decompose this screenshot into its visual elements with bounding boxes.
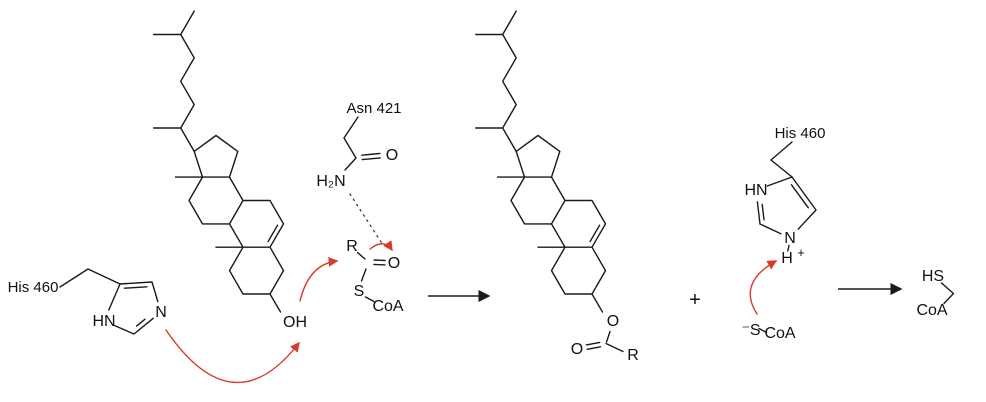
imidazole-left-ring-bonds	[108, 281, 159, 335]
his460-left-module: His 460 HN N	[8, 268, 167, 335]
acyl-coa-thioester-module: R O S CoA	[346, 238, 404, 315]
s-coa-bond	[364, 296, 375, 303]
r-carbonyl-bond	[356, 251, 366, 260]
hydroxyl-label: OH	[283, 314, 307, 331]
thioester-carbonyl-double-bond	[373, 259, 386, 266]
his460-left-sidechain-bonds	[59, 268, 121, 288]
his460-right-label: His 460	[775, 125, 826, 142]
asn421-label: Asn 421	[346, 100, 401, 117]
imidazolium-nh-label: HN	[744, 182, 767, 199]
hs-coa-bonds	[940, 282, 955, 305]
thioester-o-label: O	[388, 255, 400, 272]
mechanism-arrows-left	[165, 240, 393, 383]
coa-thiolate-module: ⁻S CoA	[741, 260, 796, 342]
ester-group-module: O O R	[571, 313, 639, 364]
product-coa-label: CoA	[916, 302, 947, 319]
thiolate-deprotonation-arrow	[749, 260, 778, 315]
acyl-r-label: R	[346, 238, 358, 255]
thioester-s-label: S	[354, 283, 365, 300]
positive-charge-label: +	[797, 245, 805, 260]
n-h-bond	[787, 244, 790, 252]
thiolate-s-label: ⁻S	[741, 322, 760, 339]
ester-carbonyl-double-bond	[585, 341, 602, 350]
cholesteryl-ester-skeleton	[475, 10, 607, 313]
his460-right-module: His 460 HN N H +	[744, 125, 825, 267]
carbonyl-sulfur-bond	[360, 268, 367, 282]
imidazolium-n-label: N	[784, 230, 796, 247]
asn421-module: Asn 421 O H₂N	[316, 100, 402, 246]
oxygen-attack-arrow	[299, 257, 339, 302]
imidazole-left-nh-label: HN	[92, 313, 115, 330]
thiolate-coa-label: CoA	[764, 325, 795, 342]
ester-carbonyl-o-label: O	[571, 341, 583, 358]
pi-electron-arrow	[369, 240, 393, 252]
hydrogen-bond-dotted-line	[349, 193, 384, 246]
proton-abstraction-arrow	[165, 329, 300, 383]
ester-r-label: R	[627, 347, 639, 364]
cholesterol-skeleton	[152, 10, 285, 313]
ester-o-label: O	[607, 313, 619, 330]
imidazolium-h-label: H	[781, 250, 793, 267]
his460-left-label: His 460	[8, 279, 59, 296]
asn421-amine-label: H₂N	[316, 173, 345, 190]
thioester-coa-label: CoA	[372, 298, 403, 315]
asn421-carbonyl-double-bond	[361, 152, 381, 161]
ester-o-carbonyl-bond	[605, 330, 611, 343]
imidazole-left-n-label: N	[155, 304, 167, 321]
hs-label: HS	[922, 268, 944, 285]
asn421-carbonyl-o-label: O	[386, 147, 398, 164]
asn421-backbone-bonds	[343, 116, 359, 171]
imidazolium-ring-bonds	[756, 176, 817, 235]
plus-sign: +	[689, 289, 701, 311]
ester-carbonyl-r-bond	[605, 342, 624, 353]
hs-coa-product-module: HS CoA	[916, 268, 955, 319]
his460-right-sidechain-bonds	[770, 141, 793, 178]
thiolate-s-coa-bond	[758, 327, 768, 334]
